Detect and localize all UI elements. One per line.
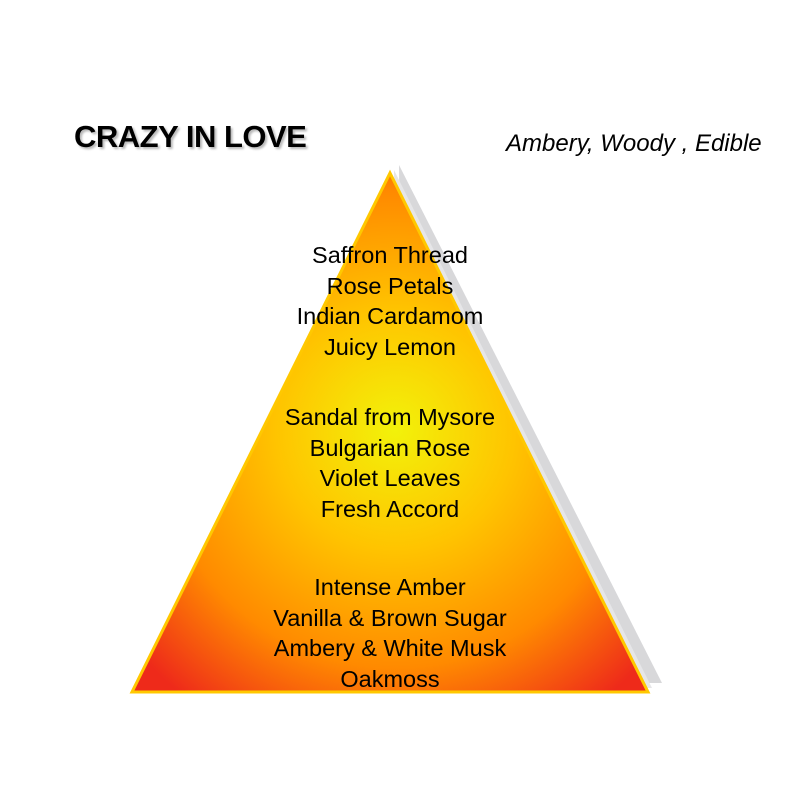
note: Intense Amber	[314, 574, 466, 600]
note: Sandal from Mysore	[284, 404, 496, 430]
note: Saffron Thread	[312, 242, 468, 268]
page-title: CRAZY IN LOVE	[74, 119, 307, 154]
pyramid-tier-base-notes: Intense Amber Vanilla & Brown Sugar Ambe…	[190, 572, 590, 694]
pyramid-triangle	[129, 169, 651, 694]
pyramid-tier-middle-notes: Sandal from Mysore Bulgarian Rose Violet…	[190, 402, 590, 524]
note: Violet Leaves	[319, 465, 461, 491]
note: Ambery & White Musk	[273, 635, 507, 661]
fragrance-family-subtitle: Ambery, Woody , Edible	[506, 130, 762, 157]
note: Rose Petals	[326, 272, 454, 299]
note: Fresh Accord	[320, 495, 460, 522]
note: Vanilla & Brown Sugar	[273, 604, 507, 631]
note: Bulgarian Rose	[309, 434, 471, 461]
note: Juicy Lemon	[324, 333, 456, 360]
pyramid-tier-top-notes: Saffron Thread Rose Petals Indian Cardam…	[190, 240, 590, 362]
note: Indian Cardamom	[296, 303, 484, 329]
note: Oakmoss	[340, 665, 440, 692]
